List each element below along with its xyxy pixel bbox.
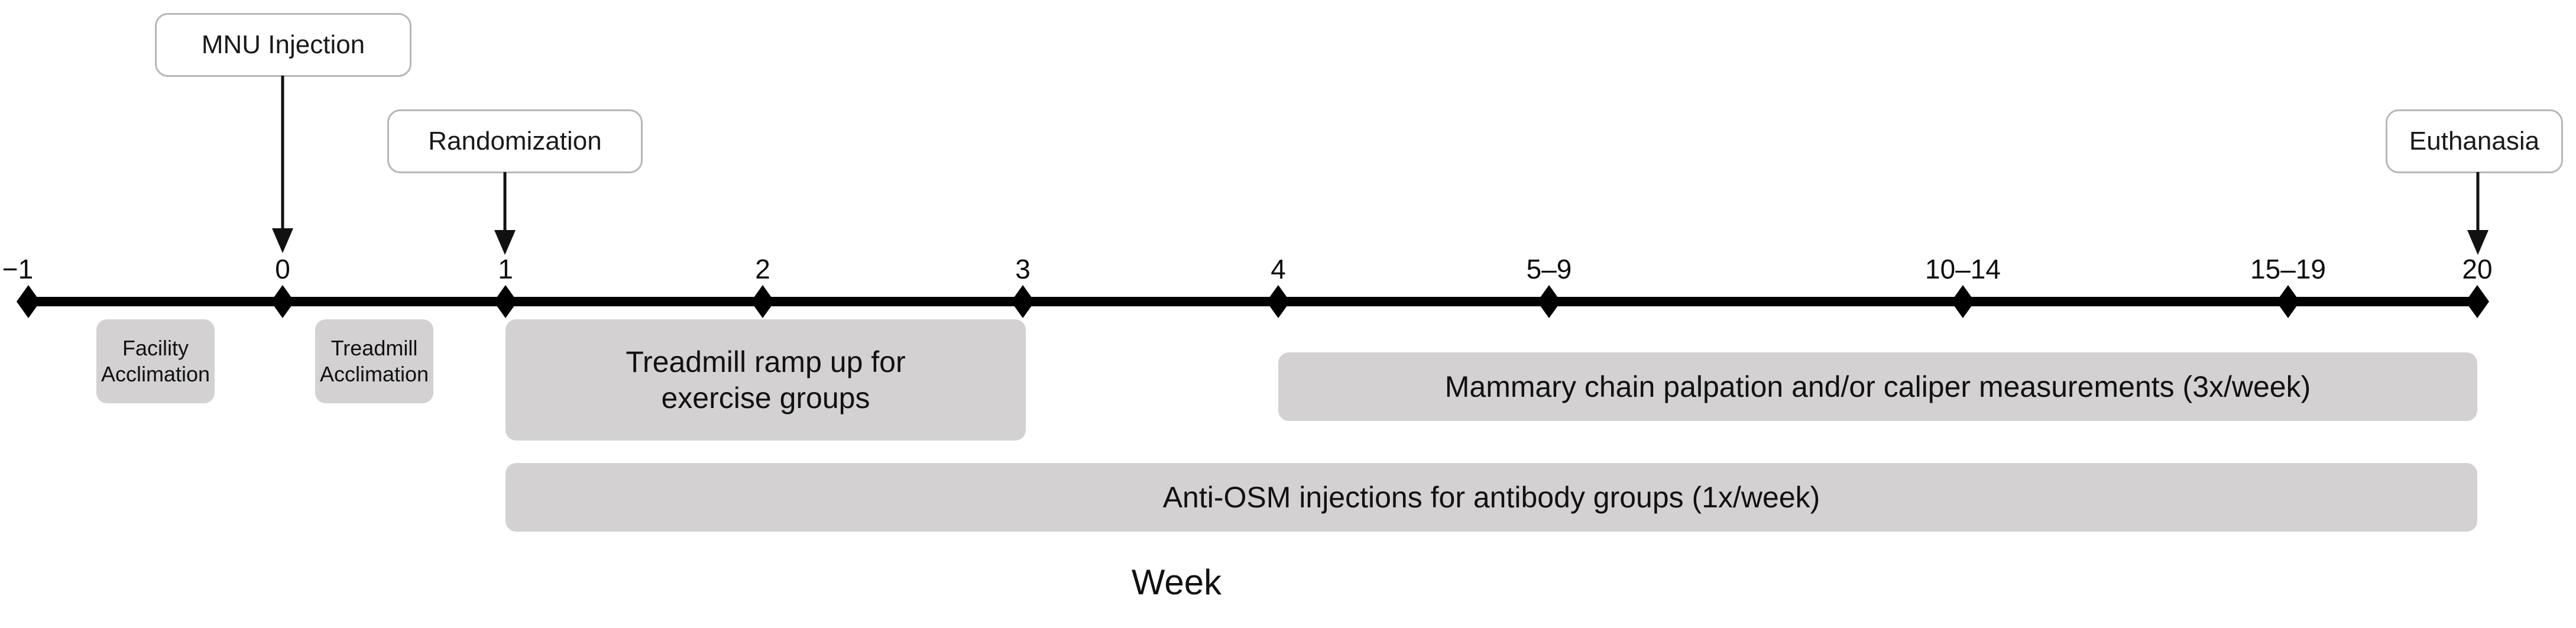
bar-line-1: Facility xyxy=(122,336,189,361)
connector-mnu-injection xyxy=(272,76,293,253)
bar-line-2: Acclimation xyxy=(101,362,210,386)
callout-mnu-injection: MNU Injection xyxy=(155,13,411,77)
activity-bar-treadmill-ramp-up: Treadmill ramp up for exercise groups xyxy=(506,319,1026,441)
tick-label-minus1: −1 xyxy=(2,254,34,284)
tick-label-3: 3 xyxy=(1015,254,1031,284)
activity-bar-treadmill-ramp-up-label: Treadmill ramp up for exercise groups xyxy=(626,344,905,416)
tick-marker-2 xyxy=(751,285,775,318)
callout-randomization: Randomization xyxy=(387,109,643,173)
tick-marker-minus1 xyxy=(17,285,40,318)
down-arrow-icon xyxy=(272,228,293,253)
down-arrow-icon xyxy=(494,230,516,255)
activity-bar-anti-osm-injections: Anti-OSM injections for antibody groups … xyxy=(506,463,2477,532)
tick-marker-4 xyxy=(1266,285,1290,318)
tick-marker-5-9 xyxy=(1537,285,1561,318)
tick-label-2: 2 xyxy=(755,254,770,284)
bar-line-1: Treadmill ramp up for xyxy=(626,345,906,378)
tick-marker-15-19 xyxy=(2276,285,2300,318)
tick-marker-10-14 xyxy=(1951,285,1975,318)
activity-bar-facility-acclimation-label: Facility Acclimation xyxy=(101,335,210,387)
tick-label-20: 20 xyxy=(2462,254,2493,284)
bar-line-1: Treadmill xyxy=(330,336,418,361)
timeline-axis-graphic xyxy=(17,285,2489,318)
activity-bar-facility-acclimation: Facility Acclimation xyxy=(96,319,215,403)
activity-bar-anti-osm-injections-label: Anti-OSM injections for antibody groups … xyxy=(1162,480,1820,514)
activity-bar-treadmill-acclimation-label: Treadmill Acclimation xyxy=(320,335,429,387)
timeline-axis xyxy=(0,278,2576,319)
activity-bar-mammary-chain-palpation-label: Mammary chain palpation and/or caliper m… xyxy=(1444,370,2311,403)
tick-label-1: 1 xyxy=(498,254,513,284)
tick-label-4: 4 xyxy=(1271,254,1286,284)
callout-label-randomization: Randomization xyxy=(428,127,602,156)
tick-marker-20 xyxy=(2465,285,2489,318)
callout-label-euthanasia: Euthanasia xyxy=(2409,127,2540,156)
tick-marker-3 xyxy=(1011,285,1035,318)
connector-euthanasia xyxy=(2467,172,2488,255)
tick-label-15-19: 15–19 xyxy=(2250,254,2326,284)
tick-marker-0 xyxy=(271,285,294,318)
down-arrow-icon xyxy=(2467,230,2488,255)
tick-label-0: 0 xyxy=(275,254,290,284)
callout-euthanasia: Euthanasia xyxy=(2386,109,2563,173)
bar-line-2: exercise groups xyxy=(661,381,870,415)
connector-randomization xyxy=(494,172,516,255)
axis-caption-week: Week xyxy=(1131,562,1222,602)
tick-label-10-14: 10–14 xyxy=(1925,254,2001,284)
bar-line-2: Acclimation xyxy=(319,362,429,386)
callout-label-mnu-injection: MNU Injection xyxy=(201,30,365,59)
timeline-tick-markers xyxy=(17,285,2489,318)
tick-label-5-9: 5–9 xyxy=(1526,254,1572,284)
tick-marker-1 xyxy=(494,285,517,318)
activity-bar-mammary-chain-palpation: Mammary chain palpation and/or caliper m… xyxy=(1278,352,2477,421)
activity-bar-treadmill-acclimation: Treadmill Acclimation xyxy=(315,319,433,403)
